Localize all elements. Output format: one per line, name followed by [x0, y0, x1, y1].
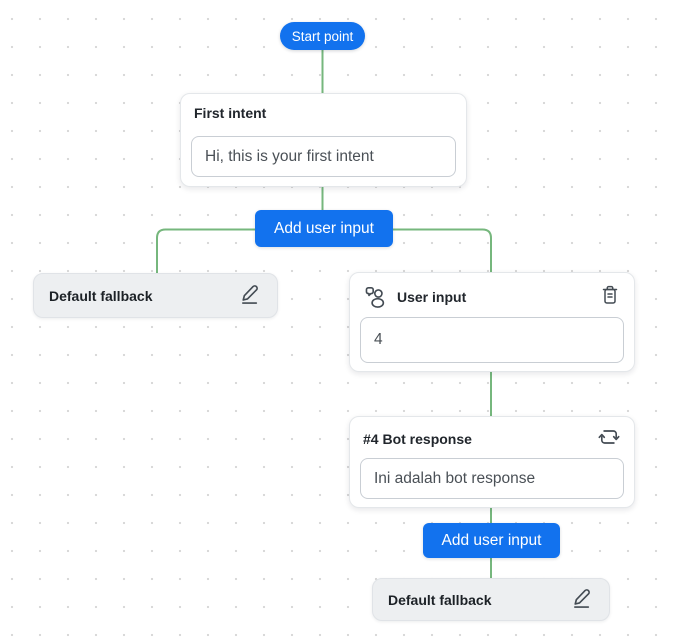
default-fallback-label: Default fallback	[388, 591, 492, 608]
default-fallback-label: Default fallback	[49, 287, 153, 304]
add-user-input-button-bottom[interactable]: Add user input	[423, 523, 560, 558]
repeat-button[interactable]	[597, 425, 621, 452]
default-fallback-node-bottom[interactable]: Default fallback	[372, 578, 610, 621]
user-input-title: User input	[397, 288, 467, 305]
start-point-node[interactable]: Start point	[280, 22, 365, 50]
repeat-icon	[597, 425, 621, 452]
default-fallback-node-left[interactable]: Default fallback	[33, 273, 278, 318]
first-intent-node[interactable]: First intent	[180, 93, 467, 187]
user-input-node[interactable]: User input	[349, 272, 635, 372]
user-chat-icon	[363, 284, 389, 310]
bot-response-input[interactable]	[360, 458, 624, 499]
start-point-label: Start point	[291, 28, 354, 44]
add-user-input-button-top[interactable]: Add user input	[255, 210, 393, 247]
pencil-icon	[570, 586, 594, 613]
edit-fallback-button[interactable]	[238, 282, 262, 309]
pencil-icon	[238, 282, 262, 309]
bot-response-title: #4 Bot response	[363, 430, 472, 447]
first-intent-input[interactable]	[191, 136, 456, 177]
trash-icon	[599, 283, 621, 310]
user-input-value-input[interactable]	[360, 317, 624, 363]
delete-node-button[interactable]	[599, 283, 621, 310]
add-user-input-label: Add user input	[441, 531, 542, 549]
edit-fallback-button[interactable]	[570, 586, 594, 613]
bot-response-node[interactable]: #4 Bot response	[349, 416, 635, 508]
first-intent-title: First intent	[194, 105, 267, 121]
add-user-input-label: Add user input	[274, 219, 374, 237]
